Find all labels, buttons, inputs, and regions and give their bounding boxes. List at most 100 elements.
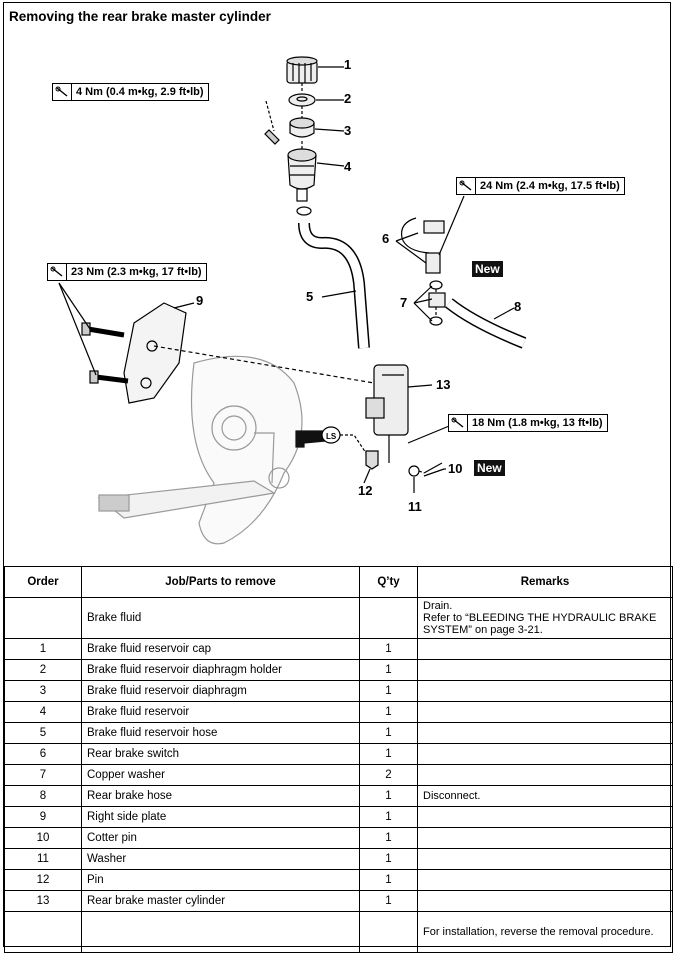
cell-order: 10 (4, 827, 82, 849)
header-order: Order (4, 566, 82, 598)
cell-remarks (417, 659, 673, 681)
cell-remarks (417, 890, 673, 912)
cell-remarks (417, 638, 673, 660)
cell-qty: 1 (359, 638, 418, 660)
cell-part: Brake fluid reservoir hose (81, 722, 360, 744)
cell-order: 1 (4, 638, 82, 660)
callout-4: 4 (344, 159, 352, 174)
header-qty: Q’ty (359, 566, 418, 598)
cell-remarks (417, 722, 673, 744)
cell-order: 5 (4, 722, 82, 744)
torque-spec-master-cylinder-bolt: 18 Nm (1.8 m•kg, 13 ft•lb) (448, 414, 608, 432)
cell-order: 13 (4, 890, 82, 912)
header-job-parts: Job/Parts to remove (81, 566, 360, 598)
new-part-tag: New (474, 460, 505, 476)
ls-label: LS (326, 432, 337, 441)
torque-spec-reservoir-bolt: 4 Nm (0.4 m•kg, 2.9 ft•lb) (52, 83, 209, 101)
torque-value: 24 Nm (2.4 m•kg, 17.5 ft•lb) (480, 180, 620, 192)
cell-part: Washer (81, 848, 360, 870)
cell-order: 2 (4, 659, 82, 681)
cell-remarks (417, 827, 673, 849)
cell-part: Brake fluid reservoir (81, 701, 360, 723)
diaphragm (289, 117, 315, 138)
cell-order (4, 911, 82, 953)
callout-3: 3 (344, 123, 352, 138)
cell-qty: 1 (359, 806, 418, 828)
cell-qty: 1 (359, 827, 418, 849)
cell-qty: 1 (359, 680, 418, 702)
cell-order: 3 (4, 680, 82, 702)
callout-6: 6 (382, 231, 390, 246)
callout-8: 8 (514, 299, 522, 314)
cell-part: Cotter pin (81, 827, 360, 849)
cell-qty: 1 (359, 848, 418, 870)
cell-part: Rear brake hose (81, 785, 360, 807)
exploded-diagram: LS (58, 56, 527, 545)
header-remarks: Remarks (417, 566, 673, 598)
cell-qty: 2 (359, 764, 418, 786)
callout-12: 12 (358, 483, 373, 498)
cell-part: Brake fluid reservoir diaphragm (81, 680, 360, 702)
cell-order: 4 (4, 701, 82, 723)
cell-qty: 1 (359, 785, 418, 807)
cell-qty: 1 (359, 701, 418, 723)
reservoir (287, 148, 317, 202)
callout-1: 1 (344, 57, 352, 72)
new-part-tag: New (472, 261, 503, 277)
cell-part: Brake fluid reservoir cap (81, 638, 360, 660)
callout-5: 5 (306, 289, 314, 304)
diaphragm-holder (288, 93, 316, 107)
cell-part: Rear brake master cylinder (81, 890, 360, 912)
cell-qty: 1 (359, 869, 418, 891)
table-row: For installation, reverse the removal pr… (4, 911, 673, 953)
callout-11: 11 (408, 499, 422, 514)
cell-order: 7 (4, 764, 82, 786)
cell-part: Right side plate (81, 806, 360, 828)
callout-7: 7 (400, 295, 408, 310)
reservoir-cap (286, 56, 318, 84)
cell-qty: 1 (359, 890, 418, 912)
cell-part: Brake fluid reservoir diaphragm holder (81, 659, 360, 681)
torque-value: 18 Nm (1.8 m•kg, 13 ft•lb) (472, 417, 603, 429)
cell-order: 8 (4, 785, 82, 807)
cell-remarks: For installation, reverse the removal pr… (417, 911, 673, 953)
cell-remarks (417, 701, 673, 723)
torque-spec-union-bolt: 24 Nm (2.4 m•kg, 17.5 ft•lb) (456, 177, 625, 195)
cell-remarks (417, 764, 673, 786)
callout-9: 9 (196, 293, 204, 308)
cell-qty (359, 911, 418, 953)
cell-qty: 1 (359, 722, 418, 744)
cell-order (4, 597, 82, 639)
cell-remarks (417, 848, 673, 870)
wrench-icon (449, 415, 468, 431)
cell-remarks: Disconnect. (417, 785, 673, 807)
wrench-icon (457, 178, 476, 194)
table-header-row: Order Job/Parts to remove Q’ty Remarks (4, 566, 673, 598)
wrench-icon (48, 264, 67, 280)
cell-remarks (417, 869, 673, 891)
cell-remarks (417, 680, 673, 702)
torque-spec-side-plate-bolt: 23 Nm (2.3 m•kg, 17 ft•lb) (47, 263, 207, 281)
cell-part: Copper washer (81, 764, 360, 786)
reservoir-bolt (264, 129, 280, 145)
torque-value: 4 Nm (0.4 m•kg, 2.9 ft•lb) (76, 86, 204, 98)
cell-order: 6 (4, 743, 82, 765)
page-title: Removing the rear brake master cylinder (9, 9, 271, 24)
cell-part: Rear brake switch (81, 743, 360, 765)
callout-10: 10 (448, 461, 463, 476)
cell-part: Pin (81, 869, 360, 891)
callout-2: 2 (344, 91, 352, 106)
cell-part: Brake fluid (81, 597, 360, 639)
